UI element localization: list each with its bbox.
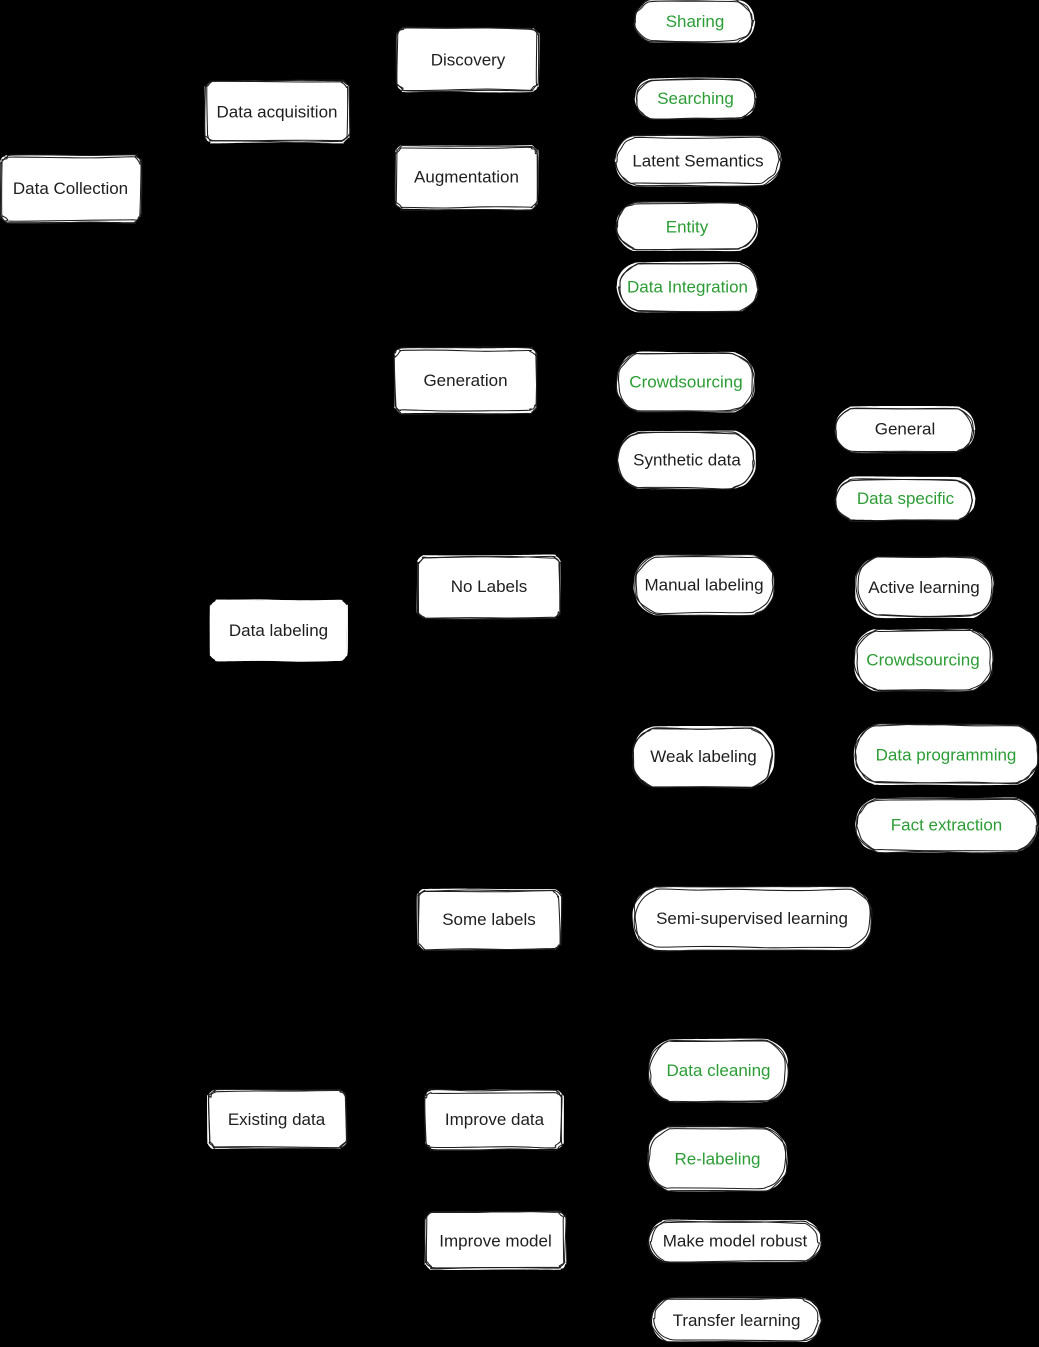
svg-text:Discovery: Discovery xyxy=(431,51,506,70)
svg-text:Semi-supervised learning: Semi-supervised learning xyxy=(656,909,848,928)
svg-text:Weak labeling: Weak labeling xyxy=(650,747,756,766)
svg-text:Sharing: Sharing xyxy=(666,12,725,31)
svg-text:Re-labeling: Re-labeling xyxy=(675,1150,761,1169)
svg-text:Transfer learning: Transfer learning xyxy=(673,1311,801,1330)
svg-text:Data labeling: Data labeling xyxy=(229,621,328,640)
svg-text:Synthetic data: Synthetic data xyxy=(633,451,741,470)
svg-text:Some labels: Some labels xyxy=(442,910,536,929)
svg-text:Entity: Entity xyxy=(666,218,709,237)
svg-text:Data acquisition: Data acquisition xyxy=(217,103,338,122)
svg-text:Data Collection: Data Collection xyxy=(13,179,128,198)
svg-text:Generation: Generation xyxy=(423,371,507,390)
svg-text:Existing data: Existing data xyxy=(228,1110,326,1129)
svg-text:Augmentation: Augmentation xyxy=(414,168,519,187)
svg-text:Manual labeling: Manual labeling xyxy=(644,576,763,595)
svg-text:General: General xyxy=(875,420,935,439)
svg-text:Crowdsourcing: Crowdsourcing xyxy=(629,373,742,392)
svg-text:Data programming: Data programming xyxy=(876,746,1017,765)
svg-text:Improve data: Improve data xyxy=(445,1110,545,1129)
svg-text:Make model robust: Make model robust xyxy=(663,1232,808,1251)
svg-text:Data specific: Data specific xyxy=(857,489,955,508)
svg-text:No Labels: No Labels xyxy=(451,577,528,596)
svg-text:Latent Semantics: Latent Semantics xyxy=(632,152,763,171)
svg-text:Data cleaning: Data cleaning xyxy=(667,1061,771,1080)
svg-text:Searching: Searching xyxy=(657,89,734,108)
svg-text:Crowdsourcing: Crowdsourcing xyxy=(866,651,979,670)
svg-text:Active learning: Active learning xyxy=(868,578,980,597)
svg-text:Improve model: Improve model xyxy=(439,1232,551,1251)
svg-text:Data Integration: Data Integration xyxy=(627,278,748,297)
svg-text:Fact extraction: Fact extraction xyxy=(891,816,1003,835)
